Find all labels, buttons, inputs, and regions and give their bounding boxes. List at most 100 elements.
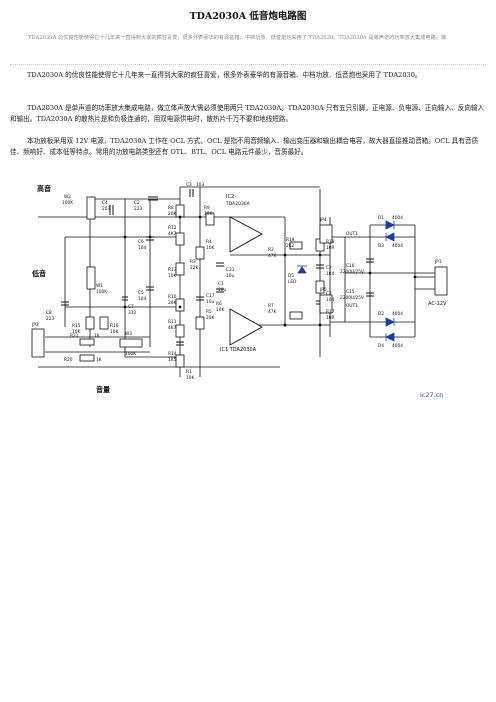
r20-label: R20 <box>64 357 73 363</box>
watermark: ic27.cn <box>420 391 444 399</box>
c4-label: C4 <box>102 200 108 206</box>
d4-value: 4004 <box>392 343 403 349</box>
r15-value: 10K <box>72 329 80 335</box>
d2-value: 4004 <box>392 311 403 317</box>
r7-label: R7 <box>268 303 274 309</box>
r21-label: R21 <box>70 333 79 339</box>
r19-label: R19 <box>286 237 295 243</box>
resistors <box>79 204 325 368</box>
w2-label: W2 <box>64 194 71 200</box>
r17-label: R17 <box>326 309 335 315</box>
jp3-label: JP3 <box>31 322 39 328</box>
c17-value: 10u <box>206 299 214 305</box>
c8-label: C8 <box>46 310 52 316</box>
c5-label: C5 <box>138 290 144 296</box>
c17-label: C17 <box>206 293 215 299</box>
volume-label: 音量 <box>96 385 110 394</box>
wiring <box>38 186 435 377</box>
treble-label: 高音 <box>37 184 51 193</box>
c6-label: C6 <box>138 239 144 245</box>
w1-label: W1 <box>96 283 103 289</box>
d5-label: D5 <box>288 273 294 279</box>
d1-label: D1 <box>378 215 384 221</box>
c8-value: 223 <box>46 316 54 322</box>
c2c-label: C2 <box>326 291 332 297</box>
c31-value: 10u <box>226 273 234 279</box>
page-title: TDA2030A 低音炮电路图 <box>189 11 307 22</box>
r15-label: R15 <box>72 323 81 329</box>
r9-value: 10K <box>204 211 212 217</box>
r13-value: 10K <box>168 273 176 279</box>
summary-text: TDA2030A 的优良性能使得它十几年来一直得到大家的疯狂喜爱，很多外表豪华的… <box>28 35 447 41</box>
r1-label: R1 <box>186 369 192 375</box>
w2-value: 100K <box>62 200 73 206</box>
c15-label: C15 <box>346 289 355 295</box>
c5-value: 104 <box>138 296 146 302</box>
r10-label: R10 <box>168 294 177 300</box>
ac-input-label: AC-12V <box>428 301 447 307</box>
ic1-label: IC1 TDA2030A <box>220 347 257 353</box>
d3-value: 4004 <box>392 243 403 249</box>
c16-value: 2200U/25V <box>340 269 364 275</box>
c2c-value: 104 <box>326 297 334 303</box>
paragraph-1: TDA2030A 的优良性能使得它十几年来一直得到大家的疯狂喜爱，很多外表豪华的… <box>27 71 422 79</box>
d3-label: D3 <box>378 243 384 249</box>
jp5-label: JP5 <box>319 287 327 293</box>
circuit-schematic: 高音 低音 音量 IC1 TDA2030A IC2 TDA2030A AC-12… <box>31 182 448 394</box>
d4-label: D4 <box>378 343 384 349</box>
r21-value: 1K <box>94 333 100 339</box>
divider <box>10 64 486 65</box>
r4-label: R4 <box>206 239 212 245</box>
r12-value: 4K7 <box>168 231 177 237</box>
c1-label: C1 <box>218 281 224 287</box>
opamp-ic1 <box>229 308 263 346</box>
c6-value: 104 <box>138 245 146 251</box>
r2-label: R2 <box>268 247 274 253</box>
r2-value: 47K <box>268 253 276 259</box>
ic2-label: IC2 <box>226 194 234 200</box>
r16-label: R16 <box>110 323 119 329</box>
c16-label: C16 <box>346 263 355 269</box>
junctions <box>123 215 417 327</box>
r18-label: R18 <box>326 239 335 245</box>
w3-value: 100K <box>125 351 136 357</box>
paragraph-3: 本功放板采用双 12V 电源，TDA2030A 工作在 OCL 方式。OCL 是… <box>10 137 479 157</box>
r1-value: 10K <box>186 375 194 381</box>
w1-value: 100K <box>96 289 107 295</box>
r5-value: 20K <box>206 315 214 321</box>
c3-value: 103 <box>196 182 204 188</box>
c2-label: C2 <box>134 200 140 206</box>
c4-value: 203 <box>102 206 110 212</box>
r9-label: R9 <box>204 205 210 211</box>
r11-value: 4K7 <box>168 325 177 331</box>
c2-value: 223 <box>134 206 142 212</box>
c7-label: C7 <box>128 304 134 310</box>
r3-value: 22K <box>190 265 198 271</box>
r13-label: R13 <box>168 267 177 273</box>
r12-label: R12 <box>168 225 177 231</box>
c15-value: 2200U/25V <box>340 295 364 301</box>
out1-label: OUT1 <box>346 231 358 237</box>
r11-label: R11 <box>168 319 177 325</box>
jp1-label: JP1 <box>434 259 442 265</box>
opamp-ic2 <box>229 216 263 253</box>
r14-value: 1K5 <box>168 357 177 363</box>
potentiometers <box>86 196 143 348</box>
r6-label: R6 <box>216 301 222 307</box>
diodes <box>297 220 395 342</box>
r18-value: 10R <box>326 245 334 251</box>
r19-value: 2K2 <box>286 243 295 249</box>
c7-value: 332 <box>128 310 136 316</box>
capacitors <box>61 189 374 346</box>
bass-label: 低音 <box>31 269 46 278</box>
r10-value: 20K <box>168 300 176 306</box>
ic2-part-label: TDA2030A <box>225 201 251 207</box>
r8-label: R8 <box>168 205 174 211</box>
r17-value: 10R <box>326 315 334 321</box>
r3-label: R3 <box>190 259 196 265</box>
c1-value: 10u <box>218 287 226 293</box>
d5-value: LED <box>288 279 297 285</box>
r16-value: 10K <box>110 329 118 335</box>
r8-value: 20K <box>168 211 176 217</box>
